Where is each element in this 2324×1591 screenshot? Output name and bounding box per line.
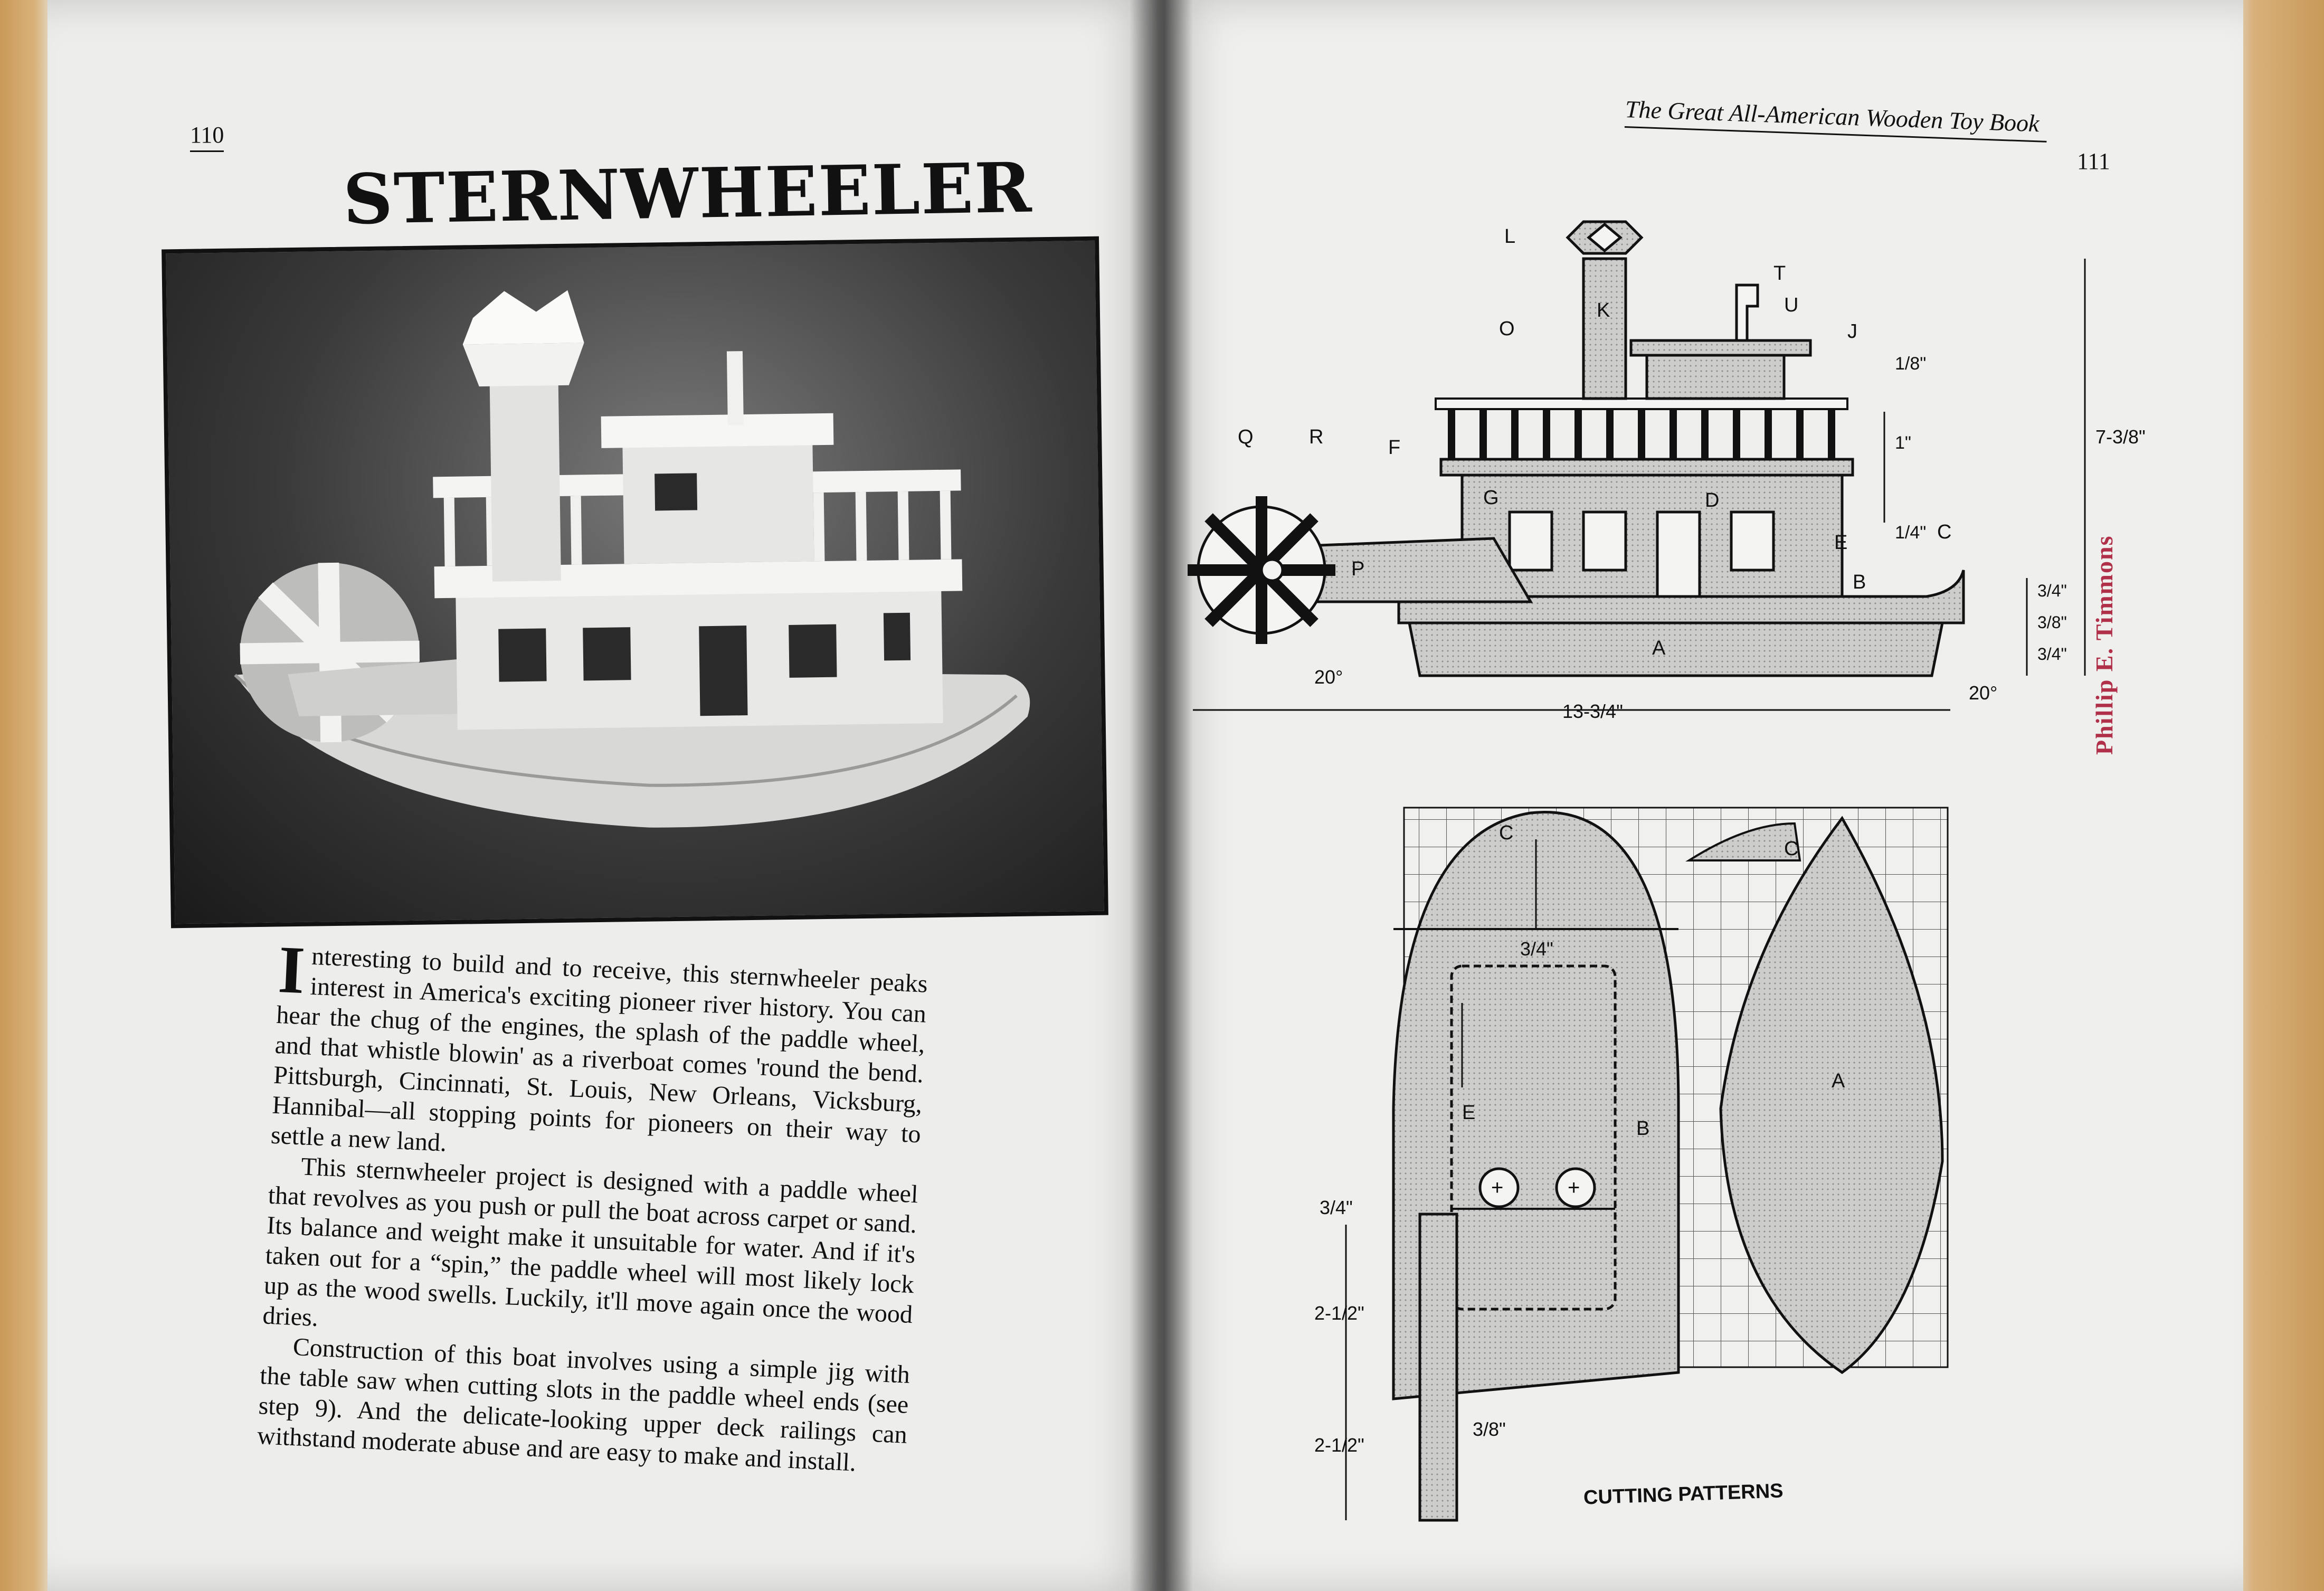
hole-plus-icon: + bbox=[1568, 1176, 1580, 1199]
part-label-U: U bbox=[1784, 294, 1798, 316]
sternwheeler-photo bbox=[162, 236, 1108, 929]
dim-width: 3/8" bbox=[1473, 1418, 1506, 1440]
dim-hull-3: 3/4" bbox=[2037, 645, 2067, 664]
pattern-label-a: A bbox=[1832, 1070, 1845, 1092]
dim-hull-1: 3/4" bbox=[2037, 581, 2067, 600]
page-number-left: 110 bbox=[190, 121, 224, 152]
pattern-label-b: B bbox=[1636, 1118, 1649, 1140]
book-gutter bbox=[1130, 0, 1193, 1591]
dim-seg-1: 2-1/2" bbox=[1314, 1302, 1364, 1324]
part-label-A: A bbox=[1652, 637, 1666, 659]
pattern-label-c-small: C bbox=[1784, 838, 1798, 860]
part-label-G: G bbox=[1483, 487, 1499, 509]
dim-overall-height: 7-3/8" bbox=[2095, 426, 2146, 448]
part-label-J: J bbox=[1847, 320, 1857, 343]
dim-hull-2: 3/8" bbox=[2037, 613, 2067, 632]
dim-deck: 1/4" bbox=[1895, 523, 1926, 543]
dim-roof: 1/8" bbox=[1895, 354, 1926, 374]
side-elevation-drawing: L K T U J O Q R F G D P E C B A 7-3/8" 1… bbox=[1188, 220, 2146, 722]
part-label-D: D bbox=[1705, 489, 1719, 512]
hole-plus-icon: + bbox=[1491, 1176, 1503, 1199]
part-label-Q: Q bbox=[1238, 426, 1254, 448]
dim-top-offset: 3/4" bbox=[1520, 938, 1553, 960]
part-label-E: E bbox=[1834, 532, 1847, 554]
dim-side-offset: 3/4" bbox=[1320, 1197, 1353, 1218]
dim-rail: 1" bbox=[1895, 433, 1911, 453]
pattern-label-c-top: C bbox=[1499, 822, 1513, 844]
pattern-label-e: E bbox=[1462, 1102, 1475, 1124]
part-label-R: R bbox=[1309, 426, 1323, 448]
part-label-K: K bbox=[1597, 299, 1610, 321]
part-label-T: T bbox=[1773, 262, 1786, 285]
dim-angle-right: 20° bbox=[1969, 682, 1997, 704]
page-title: STERNWHEELER bbox=[342, 147, 1033, 240]
cutting-patterns-drawing: + + C C 3/4" E B A 3/4" 2-1/2" 2-1/2" 3/… bbox=[1314, 807, 1949, 1522]
paragraph-2: This sternwheeler project is designed wi… bbox=[262, 1152, 919, 1332]
owner-stamp: Phillip E. Timmons bbox=[2091, 535, 2118, 755]
toy-boat-image bbox=[234, 290, 1030, 828]
dim-angle-left: 20° bbox=[1314, 666, 1343, 688]
part-label-C: C bbox=[1937, 521, 1951, 543]
part-label-F: F bbox=[1388, 437, 1400, 459]
drop-cap: I bbox=[277, 932, 307, 1008]
dim-length: 13-3/4" bbox=[1562, 700, 1623, 722]
part-label-L: L bbox=[1504, 225, 1515, 248]
dim-seg-2: 2-1/2" bbox=[1314, 1434, 1364, 1456]
page-number-right: 111 bbox=[2077, 148, 2110, 174]
part-label-O: O bbox=[1499, 318, 1515, 340]
part-label-P: P bbox=[1351, 558, 1364, 580]
part-label-B: B bbox=[1853, 571, 1866, 593]
